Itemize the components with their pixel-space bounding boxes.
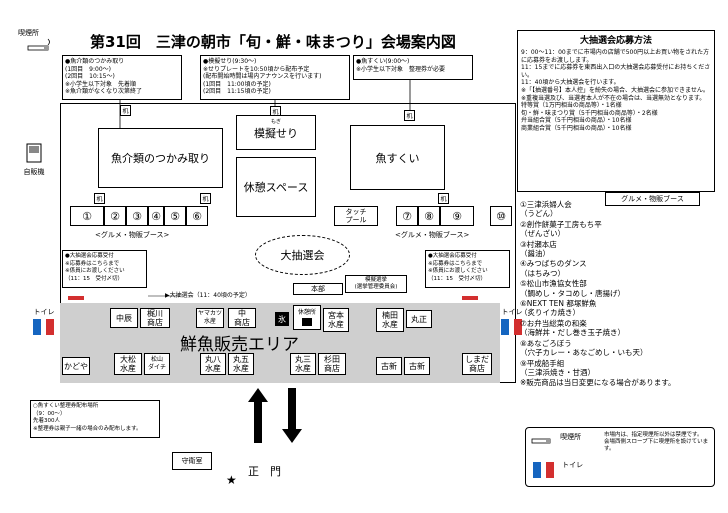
lottery-method-title: 大抽選会応募方法	[579, 36, 652, 46]
table-marker: 机	[438, 193, 449, 204]
rest-stop-booth: 休憩所	[293, 305, 321, 330]
smoking-area-top: 喫煙所	[18, 30, 68, 57]
booth-6: ⑥	[186, 206, 208, 226]
stall-kadoya: かどや	[62, 357, 90, 375]
mock-auction-area: もぎ 模擬せり	[236, 115, 316, 150]
lottery-method-panel: 大抽選会応募方法 9：00～11：00までに市場内の店舗で500円以上お買い物を…	[517, 30, 715, 192]
lottery-reception-left: ●大抽選会応募受付 ※応募券はこちらまで ※係員にお渡しください （11：15 …	[62, 250, 147, 288]
stall-shimada: しまだ 商店	[462, 353, 492, 375]
gourmet-item-3: ③村瀬本店 （醤油）	[520, 239, 557, 259]
rest-stop-label: 休憩所	[297, 309, 316, 316]
stall-nakatatsu: 中辰	[110, 308, 138, 328]
gourmet-item-6: ⑥NEXT TEN 都塚鮮魚 （炙りイカ焼き）	[520, 299, 597, 318]
grand-lottery-area: 大抽選会	[255, 235, 350, 275]
booth-4: ④	[148, 206, 164, 226]
lottery-reception-right: ●大抽選会応募受付 ※応募券はこちらまで ※係員にお渡しください （11：15 …	[425, 250, 510, 288]
cigarette-icon	[531, 438, 551, 444]
vending-left: 自販機	[14, 143, 54, 177]
gourmet-item-5: ⑤松山市漁協女性部 （鯛めし・タコめし・唐揚げ）	[520, 279, 625, 298]
vending-label-left: 自販機	[23, 168, 45, 176]
mock-election-booth: 模擬選挙 (選挙管理委員会)	[345, 275, 407, 293]
legend-smoking-note: 市場内は、指定喫煙所以外は禁煙です。 会場西側スロープ下に喫煙所を設けています。	[604, 432, 709, 452]
gourmet-item-9: ⑨平成船手組 （三津浜焼き・甘酒）	[520, 358, 595, 377]
gourmet-list-title: グルメ・物販ブース	[605, 192, 700, 206]
gourmet-label-left: <グルメ・物販ブース>	[95, 231, 170, 239]
stall-marusho: 丸正	[406, 310, 432, 328]
legend-toilet: トイレ	[531, 460, 611, 484]
toilet-icon	[33, 319, 54, 335]
stall-daimatsu: 大松 水産	[114, 353, 142, 375]
booth-7: ⑦	[396, 206, 418, 226]
booth-9: ⑨	[440, 206, 474, 226]
booth-1: ①	[70, 206, 104, 226]
callout-fish-scoop: ●魚すくい(9:00～) ※小学生以下対象 整理券が必要	[353, 55, 473, 80]
gourmet-item-4: ④みつばちのダンス （はちみつ）	[520, 259, 587, 278]
mock-auction-label: 模擬せり	[254, 127, 298, 140]
booth-3: ③	[126, 206, 148, 226]
toilet-right: トイレ	[498, 307, 526, 341]
table-marker: 机	[120, 105, 131, 116]
toilet-icon	[533, 462, 554, 478]
fish-grab-area: 魚介類のつかみ取り	[98, 128, 223, 188]
table-marker: 机	[94, 193, 105, 204]
stall-koshin-2: 古新	[404, 357, 430, 375]
headquarters: 本部	[293, 283, 343, 295]
stall-yamakatsu: ヤマカツ 水産	[196, 308, 224, 328]
touch-pool: タッチ プール	[334, 206, 378, 226]
cigarette-icon	[27, 38, 50, 50]
toilet-label-left: トイレ	[33, 308, 55, 316]
lottery-time: ▶大抽選会（11：40頃の予定）	[165, 292, 251, 299]
fresh-fish-label: 鮮魚販売エリア	[180, 335, 299, 355]
legend-toilet-label: トイレ	[562, 461, 584, 469]
stall-maruhachi: 丸八 水産	[200, 353, 226, 375]
booth-5: ⑤	[164, 206, 186, 226]
toilet-label-right: トイレ	[501, 308, 523, 316]
stall-naka: 中 商店	[228, 308, 256, 328]
booth-2: ②	[104, 206, 126, 226]
booth-row: ① ② ③ ④ ⑤ ⑥ タッチ プール ⑦ ⑧ ⑨ ⑩	[66, 206, 516, 228]
table-marker: 机	[200, 193, 211, 204]
gourmet-item-7: ⑦お弁当総菜の和楽 （海鮮丼・だし巻き玉子焼き）	[520, 318, 625, 338]
ticket-distribution-box: ○魚すくい整理券配布場所 （9：00～） 先着300人 ※整理券は親子一緒の場合…	[30, 400, 160, 438]
stall-marugo: 丸五 水産	[228, 353, 254, 375]
gourmet-label-right: <グルメ・物販ブース>	[395, 231, 470, 239]
toilet-left: トイレ	[30, 307, 58, 341]
gourmet-note: ※販売商品は当日変更になる場合があります。	[520, 378, 676, 388]
rest-area: 休憩スペース	[236, 157, 316, 217]
gourmet-item-1: ①三津浜婦人会 （うどん）	[520, 200, 572, 219]
legend-smoking-label: 喫煙所	[560, 433, 582, 441]
gourmet-item-8: ⑧あなごろぼう （穴子カレー・あなごめし・いも天）	[520, 338, 648, 358]
table-marker: 机	[404, 110, 415, 121]
stall-koshin-1: 古新	[376, 357, 402, 375]
rest-stop-icon	[302, 318, 312, 326]
stall-sugita: 杉田 商店	[318, 353, 346, 375]
stall-kusuda: 楠田 水産	[376, 308, 404, 332]
mock-auction-ruby: もぎ	[270, 119, 281, 125]
gourmet-list: ①三津浜婦人会 （うどん） ②創作餅菓子工房もち平 （ぜんざい） ③村瀬本店 （…	[520, 200, 715, 388]
lottery-marker-left	[68, 296, 84, 300]
vending-machine-icon	[26, 143, 42, 163]
toilet-icon	[501, 319, 522, 335]
stall-marusan: 丸三 水産	[290, 353, 316, 375]
smoking-label: 喫煙所	[18, 29, 39, 37]
star-icon: ★	[226, 473, 237, 487]
entrance-arrows	[248, 388, 302, 443]
stall-miyamoto: 宮本 水産	[323, 308, 349, 332]
callout-fish-grab: ●魚介類のつかみ取り (1回目 9:00～) (2回目 10:15～) ※小学生…	[62, 55, 182, 100]
guard-room: 守衛室	[172, 452, 212, 470]
legend-box: 喫煙所 市場内は、指定喫煙所以外は禁煙です。 会場西側スロープ下に喫煙所を設けて…	[525, 427, 715, 487]
stall-kajikawa: 梶川 商店	[140, 308, 170, 328]
booth-8: ⑧	[418, 206, 440, 226]
fish-scoop-area: 魚すくい	[350, 125, 445, 190]
lottery-method-body: 9：00～11：00までに市場内の店舗で500円以上お買い物をされた方に応募券を…	[521, 49, 711, 132]
main-gate: 正 門	[248, 465, 281, 478]
callout-mock-auction: ●模擬せり(9:30～) ※せりプレートを10:50頃から配布予定 (配布開始時…	[200, 55, 350, 100]
lottery-marker-right	[462, 296, 478, 300]
page-title: 第31回 三津の朝市「旬・鮮・味まつり」会場案内図	[90, 33, 456, 51]
ice-stall: 氷	[275, 312, 289, 326]
legend-smoking: 喫煙所	[531, 432, 601, 451]
gourmet-item-2: ②創作餅菓子工房もち平 （ぜんざい）	[520, 219, 602, 239]
booth-10: ⑩	[490, 206, 512, 226]
stall-daichi: 松山 ダイチ	[144, 353, 170, 375]
